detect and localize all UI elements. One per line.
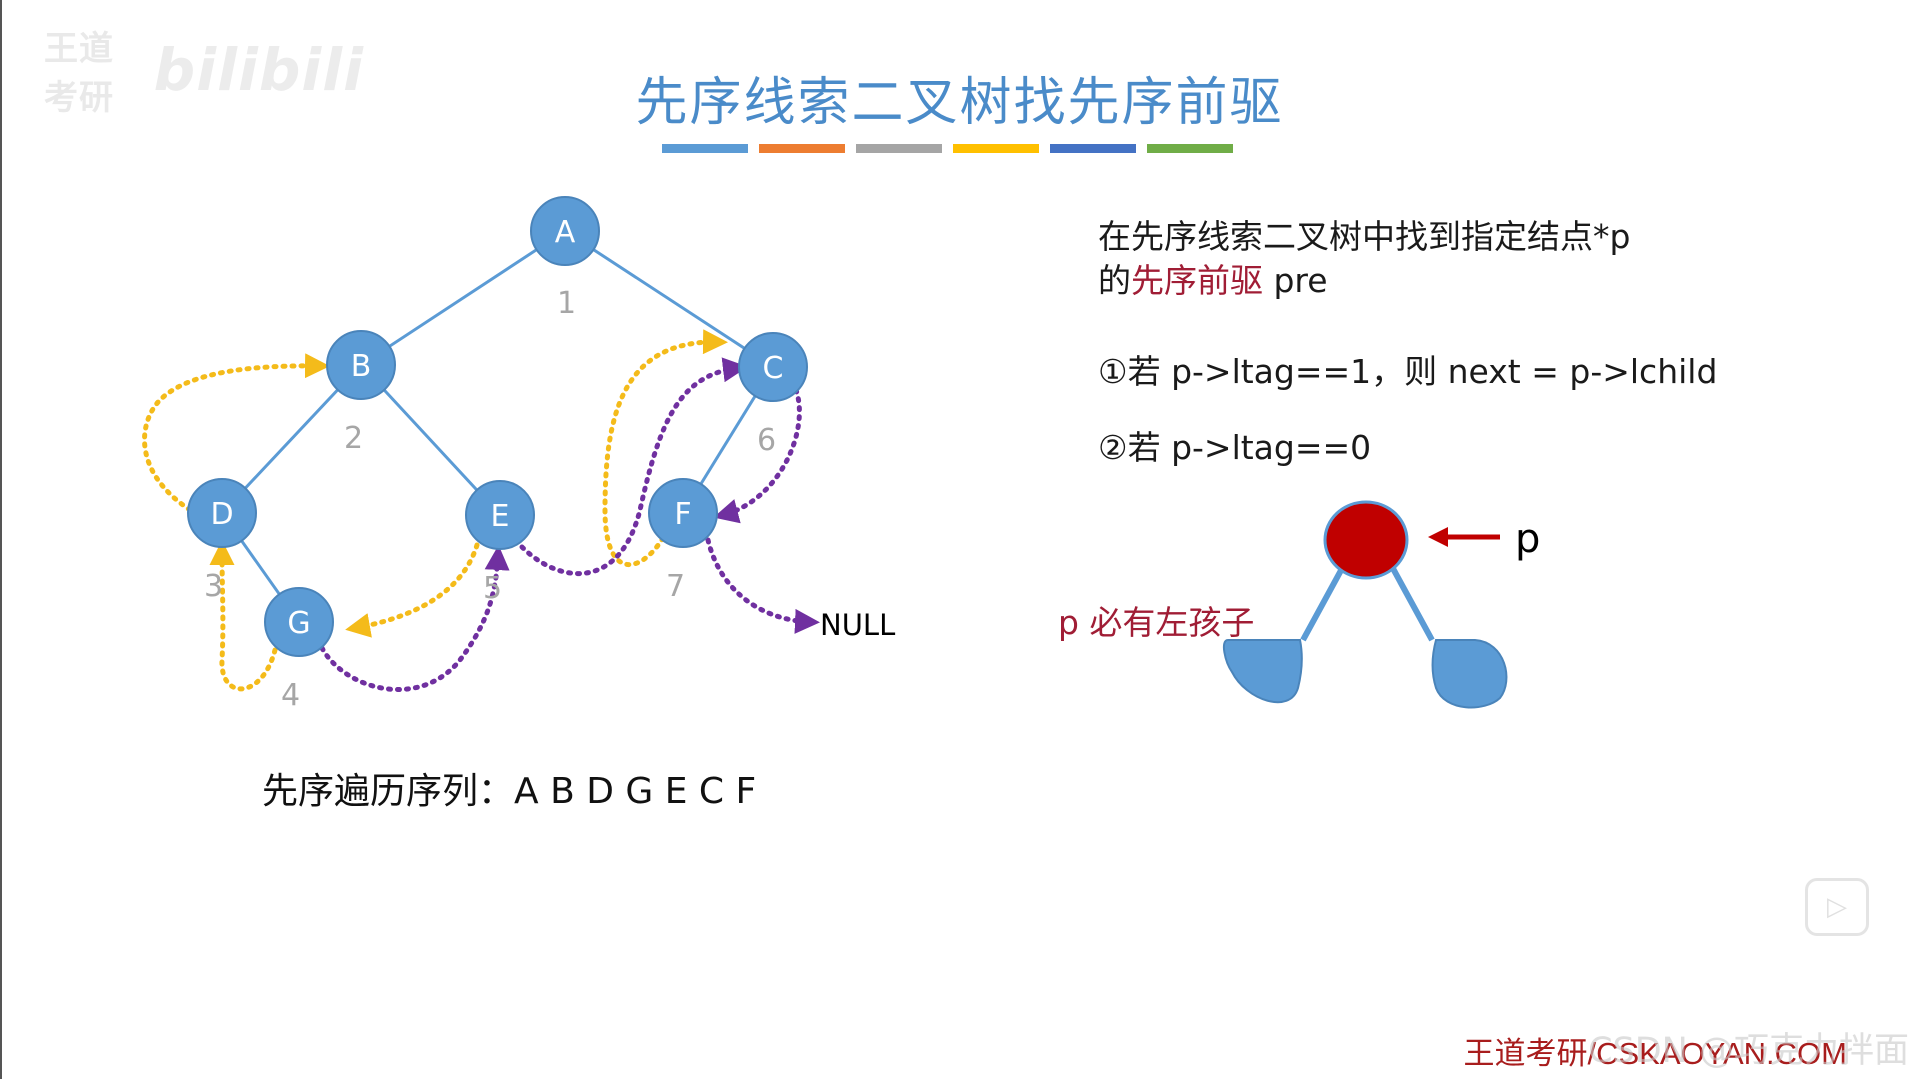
tree-node-a	[530, 196, 600, 266]
thread-f-to-null	[705, 537, 820, 634]
preorder-index-label: 3	[204, 569, 223, 604]
color-bar-segment	[1147, 144, 1233, 153]
footer-site: 王道考研/CSKAOYAN.COM	[1463, 1036, 1847, 1071]
preorder-index-label: 7	[666, 569, 685, 604]
mini-edge-right	[1387, 561, 1435, 642]
tree-node-g	[264, 587, 334, 657]
pointer-label: p	[1515, 516, 1540, 562]
tree-node-label: C	[763, 351, 784, 386]
color-bar-segment	[856, 144, 942, 153]
thread-d-to-b	[142, 353, 330, 513]
sequence-label: 先序遍历序列：	[262, 771, 515, 812]
order-numbers: 1 2 6 3 5 7 4	[204, 286, 776, 713]
desc-highlight: 先序前驱	[1131, 261, 1263, 300]
preorder-index-label: 6	[757, 423, 776, 458]
thread-f-to-c	[602, 329, 728, 568]
tree-node-c	[738, 332, 808, 402]
watermark-text: 王道考研	[44, 29, 114, 118]
play-icon[interactable]: ▷	[1805, 878, 1869, 936]
color-bar-segment	[953, 144, 1039, 153]
rule-1: ①若 p->ltag==1，则 next = p->lchild	[1098, 352, 1718, 391]
rule-2: ②若 p->ltag==0	[1098, 428, 1372, 467]
color-bar-segment	[662, 144, 748, 153]
purple-threads	[319, 357, 820, 692]
tree-node-label: A	[555, 215, 576, 250]
desc-line2-suffix: pre	[1263, 261, 1328, 300]
preorder-index-label: 5	[483, 571, 502, 606]
slide-title: 先序线索二叉树找先序前驱	[635, 73, 1284, 133]
thread-c-to-f	[713, 387, 802, 524]
tree-node-label: D	[210, 497, 233, 532]
tree-node-label: G	[287, 606, 310, 641]
thread-g-to-d	[209, 540, 278, 692]
desc-line2-prefix: 的	[1098, 261, 1131, 300]
tree-edges	[220, 229, 775, 623]
thread-g-to-e	[319, 545, 510, 692]
tree-node-e	[465, 480, 535, 550]
preorder-sequence: 先序遍历序列：A B D G E C F	[262, 762, 756, 814]
tree-node-label: E	[491, 499, 510, 534]
sequence-value: A B D G E C F	[514, 771, 757, 812]
preorder-index-label: 4	[281, 678, 300, 713]
color-bar-segment	[759, 144, 845, 153]
left-subtree-shape	[1222, 639, 1303, 704]
desc-line1: 在先序线索二叉树中找到指定结点*p	[1098, 217, 1631, 256]
csdn-watermark: CSDN @巧克力拌面	[1588, 1031, 1909, 1071]
right-subtree-shape	[1431, 639, 1508, 709]
tree-nodes: A B C D E F G	[187, 196, 808, 657]
tree-node-label: B	[351, 349, 372, 384]
mini-diagram: p	[1222, 500, 1540, 709]
thread-e-to-c	[519, 357, 748, 576]
preorder-index-label: 2	[344, 421, 363, 456]
preorder-index-label: 1	[557, 286, 576, 321]
color-bar-segment	[1050, 144, 1136, 153]
yellow-threads	[142, 329, 728, 692]
tree-node-label: F	[674, 497, 691, 532]
thread-e-to-g	[345, 542, 480, 638]
node-p	[1323, 500, 1409, 580]
edge-a-c	[564, 229, 774, 369]
frame-edge	[0, 0, 2, 1079]
tree-node-d	[187, 478, 257, 548]
tree-node-b	[326, 330, 396, 400]
bilibili-logo-icon: bilibili	[153, 36, 364, 104]
tree-node-f	[648, 478, 718, 548]
left-child-note: p 必有左孩子	[1058, 603, 1255, 642]
desc-line2: 的先序前驱 pre	[1098, 254, 1328, 302]
mini-edge-left	[1300, 561, 1348, 642]
edge-a-b	[360, 229, 566, 367]
null-label: NULL	[820, 608, 895, 642]
bilibili-watermark: 王道考研 bilibili	[44, 29, 364, 118]
